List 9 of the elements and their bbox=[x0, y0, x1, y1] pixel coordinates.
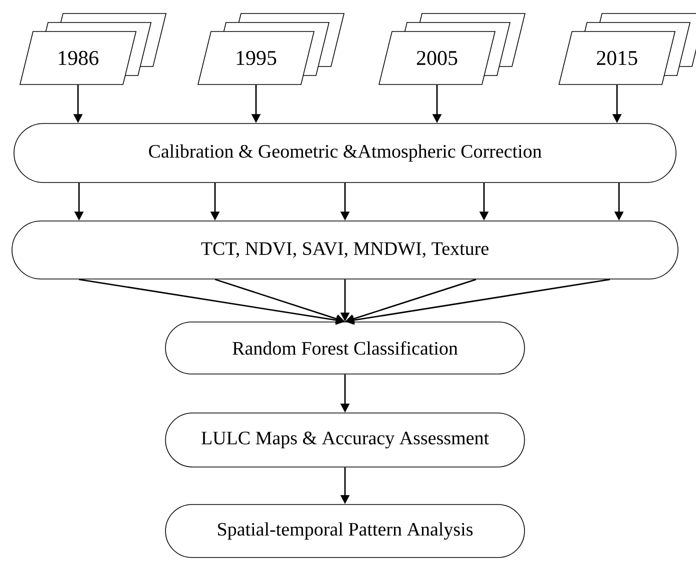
process-box: Calibration & Geometric &Atmospheric Correction bbox=[14, 123, 676, 183]
process-box: TCT, NDVI, SAVI, MNDWI, Texture bbox=[12, 220, 678, 280]
process-box: Random Forest Classification bbox=[165, 322, 525, 374]
document-stack: 2005 bbox=[378, 13, 526, 85]
document-stack: 1995 bbox=[198, 13, 345, 85]
process-box: Spatial-temporal Pattern Analysis bbox=[165, 504, 525, 558]
process-box: LULC Maps & Accuracy Assessment bbox=[165, 412, 525, 468]
document-stack: 1986 bbox=[20, 13, 167, 85]
node-label: 2015 bbox=[596, 50, 638, 66]
